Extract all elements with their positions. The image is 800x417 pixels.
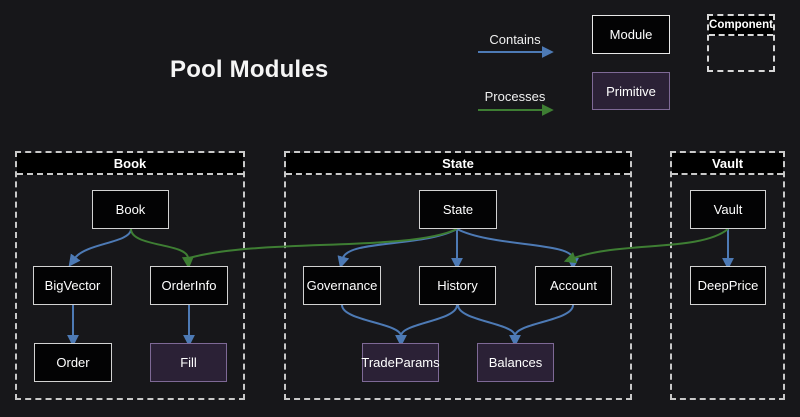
node-history: History [419,266,496,305]
node-tradeparams: TradeParams [361,343,440,382]
legend-module-box: Module [592,15,670,54]
node-order: Order [34,343,112,382]
node-governance: Governance [303,266,381,305]
container-state-title: State [286,153,630,175]
legend-component-box: Component [707,14,775,72]
node-account: Account [535,266,612,305]
node-fill: Fill [150,343,227,382]
container-state: State [284,151,632,400]
node-balances: Balances [477,343,554,382]
legend-processes-label: Processes [484,89,546,104]
legend-component-label: Component [709,16,773,36]
legend-primitive-box: Primitive [592,72,670,110]
node-deepprice: DeepPrice [690,266,766,305]
container-vault-title: Vault [672,153,783,175]
legend-contains-label: Contains [489,32,541,47]
node-orderinfo: OrderInfo [150,266,228,305]
node-book: Book [92,190,169,229]
container-book: Book [15,151,245,400]
page-title: Pool Modules [170,56,329,83]
node-state: State [419,190,497,229]
node-bigvector: BigVector [33,266,112,305]
node-vault: Vault [690,190,766,229]
container-book-title: Book [17,153,243,175]
container-vault: Vault [670,151,785,400]
